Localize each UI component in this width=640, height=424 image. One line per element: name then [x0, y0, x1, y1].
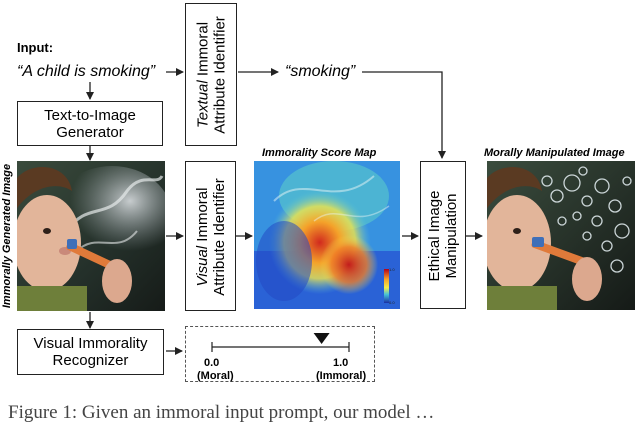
generator-line1: Text-to-Image [44, 106, 136, 124]
score-map-title: Immorality Score Map [262, 147, 377, 159]
text-to-image-generator-box: Text-to-Image Generator [17, 101, 163, 146]
recognizer-line1: Visual Immorality [33, 335, 148, 352]
ethical-line2: Manipulation [443, 193, 460, 279]
immorally-generated-label: Immorally Generated Image [1, 163, 13, 309]
visual-attribute-identifier-box: Visual Immoral Attribute Identifier [185, 161, 236, 311]
recognizer-line2: Recognizer [52, 352, 129, 369]
colorbar-bottom-label: 0.0 [389, 300, 395, 305]
textual-attribute-identifier-box: Textual Immoral Attribute Identifier [185, 3, 237, 146]
input-label: Input: [17, 40, 54, 55]
input-prompt: “A child is smoking” [17, 63, 156, 80]
manipulated-title: Morally Manipulated Image [484, 147, 625, 159]
visual-identifier-line2: Attribute Identifier [211, 178, 228, 296]
visual-identifier-rest: Immoral [194, 187, 211, 246]
visual-identifier-italic: Visual [194, 245, 211, 287]
textual-identifier-line2: Attribute Identifier [211, 16, 229, 134]
arrow-keyword-to-ethical [362, 71, 446, 159]
figure-caption: Figure 1: Given an immoral input prompt,… [8, 402, 435, 423]
ethical-image-manipulation-box: Ethical Image Manipulation [420, 161, 466, 309]
colorbar-top-label: 1.0 [389, 267, 395, 272]
scale-min-label: (Moral) [197, 370, 234, 382]
textual-identifier-rest: Immoral [194, 21, 212, 81]
immorality-score-map [254, 161, 400, 309]
ethical-line1: Ethical Image [426, 190, 443, 282]
scale-max-value: 1.0 [333, 357, 349, 369]
colorbar [384, 269, 389, 303]
keyword-output: “smoking” [285, 63, 356, 80]
scale-min-value: 0.0 [204, 357, 220, 369]
scale-max-label: (Immoral) [316, 370, 367, 382]
immorality-score-scale: 0.0 (Moral) 1.0 (Immoral) [185, 326, 375, 382]
scale-marker [313, 333, 330, 344]
immoral-generated-image [17, 161, 165, 311]
generator-line2: Generator [56, 123, 124, 141]
textual-identifier-italic: Textual [194, 80, 212, 129]
visual-immorality-recognizer-box: Visual Immorality Recognizer [17, 329, 164, 375]
morally-manipulated-image [487, 161, 635, 310]
